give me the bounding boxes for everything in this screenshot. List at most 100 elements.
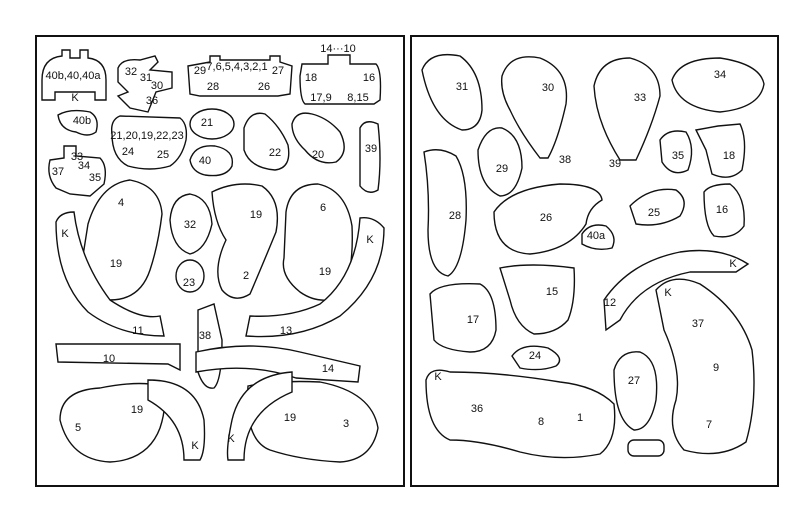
piece-13 (245, 217, 385, 338)
label: 22 (269, 147, 281, 159)
piece-32 (169, 193, 213, 255)
piece-40b (57, 109, 98, 136)
label: 5 (75, 422, 81, 434)
label: 32 (125, 66, 137, 78)
label: K (191, 440, 199, 452)
piece-25 (629, 188, 685, 226)
piece-32-36 (116, 55, 173, 113)
piece-40a (581, 224, 615, 251)
label: 31 (140, 72, 152, 84)
label: 7,6,5,4,3,2,1 (206, 61, 267, 73)
label: 18 (723, 150, 735, 162)
piece-29 (477, 127, 523, 197)
piece-18 (694, 123, 746, 178)
label: 40b,40,40a (45, 70, 101, 82)
label: 29 (496, 163, 508, 175)
label: K (434, 371, 442, 383)
piece-40 (41, 49, 107, 101)
label: 16 (716, 204, 728, 216)
label: 13 (280, 325, 292, 337)
label: 8,15 (347, 92, 368, 104)
label: 8 (538, 416, 544, 428)
piece-k-left (147, 379, 206, 461)
label: 6 (320, 202, 326, 214)
piece-31 (421, 53, 483, 131)
piece-16 (703, 183, 745, 238)
piece-35 (659, 130, 693, 174)
left-panel-frame (35, 35, 405, 487)
label: 27 (628, 375, 640, 387)
label: 27 (272, 65, 284, 77)
piece-14-10 (299, 54, 382, 105)
piece-23 (175, 259, 205, 293)
piece-36-8-1 (425, 369, 616, 459)
label: 35 (672, 150, 684, 162)
piece-38 (197, 303, 223, 389)
label: 36 (471, 403, 483, 415)
piece-11 (55, 211, 165, 337)
label: 17,9 (310, 92, 331, 104)
label: 39 (609, 158, 621, 170)
label: 16 (363, 72, 375, 84)
label: 18 (305, 72, 317, 84)
label: K (664, 287, 672, 299)
label: 24 (529, 350, 541, 362)
label: 15 (546, 286, 558, 298)
label: 30 (151, 80, 163, 92)
left-labels: 40b,40,40a K 40b 32 31 30 36 29 7,6,5,4,… (45, 43, 377, 452)
piece-ribs-top (187, 55, 293, 97)
label: 39 (365, 143, 377, 155)
piece-14 (195, 345, 361, 383)
label: 14···10 (320, 43, 355, 55)
piece-28 (423, 149, 467, 277)
label: 23 (183, 277, 195, 289)
piece-3 (246, 380, 379, 463)
piece-21 (189, 108, 235, 140)
label: 30 (542, 82, 554, 94)
label: 14 (322, 363, 334, 375)
label: 40a (587, 230, 606, 242)
label: 34 (714, 69, 726, 81)
label: 26 (540, 212, 552, 224)
piece-30 (500, 56, 568, 159)
label: 29 (194, 65, 206, 77)
piece-15 (499, 264, 576, 335)
label: 2 (243, 270, 249, 282)
label: 7 (706, 419, 712, 431)
piece-34 (671, 57, 765, 113)
label: 3 (343, 418, 349, 430)
label: 40 (199, 155, 211, 167)
piece-26 (493, 183, 603, 255)
label: 38 (559, 154, 571, 166)
label: 19 (250, 209, 262, 221)
label: 19 (110, 258, 122, 270)
label: 25 (648, 207, 660, 219)
label: 26 (258, 81, 270, 93)
label: 28 (207, 81, 219, 93)
label: 35 (89, 172, 101, 184)
label: 12 (604, 297, 616, 309)
label: 25 (157, 149, 169, 161)
piece-22 (243, 112, 290, 171)
label: 9 (713, 362, 719, 374)
label: 36 (146, 95, 158, 107)
label: K (366, 234, 374, 246)
label: 17 (467, 314, 479, 326)
label: K (71, 92, 79, 104)
label: 37 (52, 166, 64, 178)
piece-10 (55, 343, 181, 372)
right-panel-frame (410, 35, 779, 487)
piece-37-9-7 (655, 278, 755, 455)
label: 31 (456, 81, 468, 93)
piece-17 (429, 283, 497, 353)
label: 20 (312, 149, 324, 161)
piece-k-right (226, 371, 293, 461)
label: 1 (577, 412, 583, 424)
label: 21 (201, 117, 213, 129)
label: 34 (78, 160, 90, 172)
label: 40b (73, 115, 91, 127)
label: 38 (199, 330, 211, 342)
piece-2 (211, 183, 279, 299)
piece-12 (603, 249, 750, 332)
